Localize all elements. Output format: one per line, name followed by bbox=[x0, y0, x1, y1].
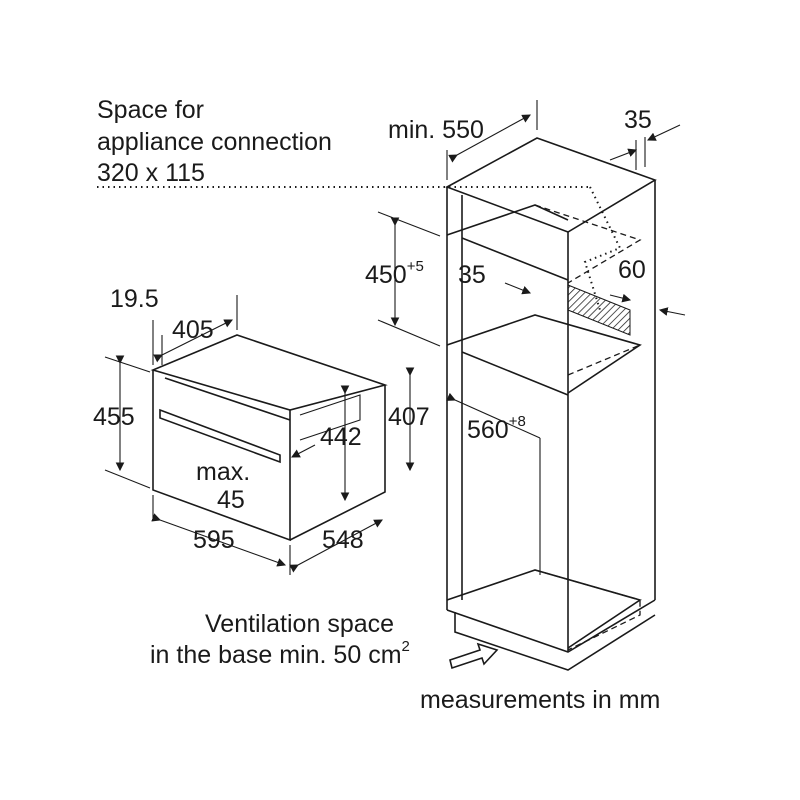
ventilation-label-line2: in the base min. 50 cm2 bbox=[150, 639, 410, 669]
dim-max-label: max. bbox=[196, 458, 251, 486]
dim-405: 405 bbox=[172, 316, 214, 344]
dim-60: 60 bbox=[618, 256, 646, 284]
dim-45: 45 bbox=[217, 486, 245, 514]
connection-label-line3: 320 x 115 bbox=[97, 159, 205, 187]
dim-450-value: 450 bbox=[365, 261, 407, 289]
dim-35-mid: 35 bbox=[458, 261, 486, 289]
dim-442: 442 bbox=[320, 423, 362, 451]
dim-450: 450+5 bbox=[365, 259, 424, 289]
dim-560: 560+8 bbox=[467, 414, 526, 444]
dim-548: 548 bbox=[322, 526, 364, 554]
dim-19-5: 19.5 bbox=[110, 285, 159, 313]
ventilation-label-line1: Ventilation space bbox=[205, 610, 395, 638]
dim-560-tolerance: +8 bbox=[508, 413, 526, 430]
ventilation-text: in the base min. 50 cm bbox=[150, 641, 402, 669]
dim-407: 407 bbox=[388, 403, 430, 431]
dim-min-550: min. 550 bbox=[388, 116, 484, 144]
units-note: measurements in mm bbox=[420, 686, 661, 714]
dim-560-value: 560 bbox=[467, 416, 509, 444]
connection-label-line2: appliance connection bbox=[97, 128, 332, 156]
dim-595: 595 bbox=[193, 526, 235, 554]
dimension-lines bbox=[104, 100, 686, 670]
oven bbox=[150, 334, 388, 542]
cabinet bbox=[445, 137, 657, 671]
connection-label-line1: Space for bbox=[97, 96, 205, 124]
dim-455: 455 bbox=[93, 403, 135, 431]
connection-space-outline bbox=[583, 186, 622, 311]
dim-35-top: 35 bbox=[624, 106, 652, 134]
ventilation-sup: 2 bbox=[401, 638, 410, 655]
ventilation-arrow-icon bbox=[449, 642, 499, 670]
dim-450-tolerance: +5 bbox=[406, 258, 424, 275]
